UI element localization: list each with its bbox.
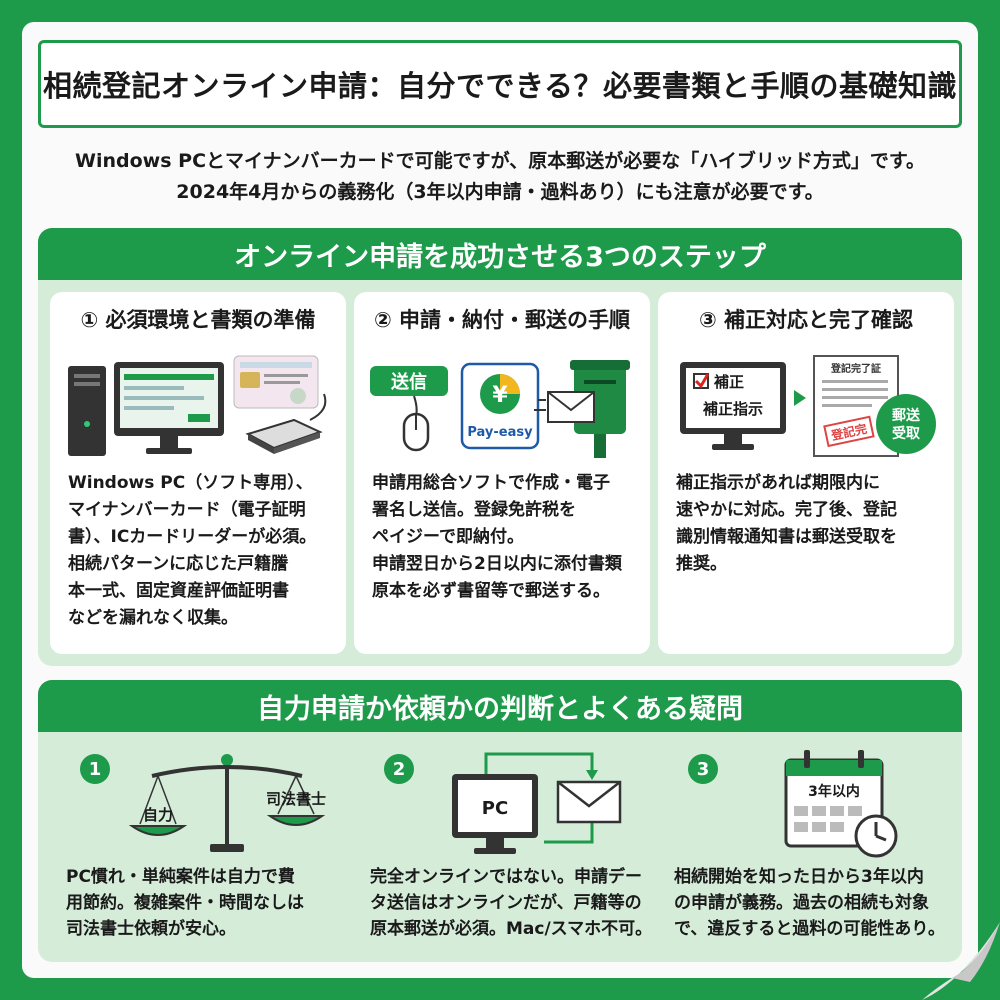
scale-left-label: 自力 [143, 806, 173, 824]
step-2-text: 申請用総合ソフトで作成・電子 署名し送信。登録免許税を ペイジーで即納付。 申請… [372, 470, 640, 605]
faq-2-line: 完全オンラインではない。申請デー [370, 867, 642, 887]
payeasy-label: Pay-easy [467, 425, 533, 440]
faq-section-heading: 自力申請か依頼かの判断とよくある疑問 [38, 680, 962, 732]
faq-1-text: PC慣れ・単純案件は自力で費 用節約。複雑案件・時間なしは 司法書士依頼が安心。 [66, 864, 350, 942]
monitor-line-2: 補正指示 [702, 400, 763, 418]
mouse-icon [402, 395, 430, 452]
pc-and-card-reader-illustration [68, 355, 327, 456]
step-1-title: ① 必須環境と書類の準備 [80, 308, 316, 332]
faq-number-2: 2 [384, 754, 414, 784]
faq-2-line: タ送信はオンラインだが、戸籍等の [370, 893, 642, 913]
faq-number-1: 1 [80, 754, 110, 784]
faq-3-line: 相続開始を知った日から3年以内 [674, 867, 924, 887]
intro-line-1: Windows PCとマイナンバーカードで可能ですが、原本郵送が必要な「ハイブリ… [75, 150, 925, 172]
step-2-line: 申請翌日から2日以内に添付書類 [372, 554, 622, 574]
steps-section: オンライン申請を成功させる3つのステップ ① 必須環境と書類の準備 [38, 228, 962, 666]
payeasy-icon: ¥ Pay-easy [460, 362, 540, 450]
badge-line-2: 受取 [892, 425, 921, 442]
step-3-text: 補正指示があれば期限内に 速やかに対応。完了後、登記 識別情報通知書は郵送受取を… [676, 470, 944, 578]
postbox-icon [534, 360, 630, 458]
steps-section-heading: オンライン申請を成功させる3つのステップ [38, 228, 962, 280]
send-label: 送信 [390, 371, 427, 393]
balance-scale-illustration: 自力 司法書士 [128, 754, 326, 852]
faq-3-line: の申請が義務。過去の相続も対象 [674, 893, 929, 913]
faq-section: 自力申請か依頼かの判断とよくある疑問 1 自力 司法書士 PC慣れ・単純案件は自… [38, 680, 962, 962]
pc-monitor-icon: PC [452, 774, 538, 854]
monitor-icon [114, 362, 224, 454]
calendar-label: 3年以内 [808, 783, 860, 800]
step-1-line: 書）、ICカードリーダーが必須。 [68, 527, 317, 547]
send-button-icon: 送信 [370, 366, 448, 396]
correction-monitor-icon: 補正 補正指示 [680, 362, 786, 450]
step-2-line: 原本を必ず書留等で郵送する。 [372, 581, 610, 601]
title-box: 相続登記オンライン申請：自分でできる？必要書類と手順の基礎知識 [38, 40, 962, 128]
faq-2-text: 完全オンラインではない。申請デー タ送信はオンラインだが、戸籍等の 原本郵送が必… [370, 864, 654, 942]
arrow-right-icon [794, 390, 806, 406]
step-card-3: ③ 補正対応と完了確認 補正 補正指示 登記完了証 [658, 292, 954, 654]
step-2-line: 申請用総合ソフトで作成・電子 [372, 473, 610, 493]
pc-mail-illustration: PC [452, 752, 622, 854]
badge-line-1: 郵送 [892, 407, 921, 424]
correction-and-completion-illustration: 補正 補正指示 登記完了証 登記完 郵送 受 [680, 355, 936, 457]
faq-3-text: 相続開始を知った日から3年以内 の申請が義務。過去の相続も対象 で、違反すると過… [674, 864, 958, 942]
balance-scale-icon: 自力 司法書士 [128, 754, 326, 852]
ic-card-reader-icon [245, 393, 327, 454]
pc-tower-icon [68, 366, 106, 456]
svg-text:¥: ¥ [492, 383, 508, 408]
faq-1-line: 用節約。複雑案件・時間なしは [66, 893, 304, 913]
step-2-title: ② 申請・納付・郵送の手順 [373, 308, 631, 332]
pc-label: PC [482, 798, 508, 819]
faq-item-2: 2 PC 完全オンラインではない。申請デー タ送信はオンラインだが、戸籍等の [350, 740, 652, 950]
step-3-line: 推奨。 [676, 554, 727, 574]
mail-receive-badge-icon: 郵送 受取 [876, 394, 936, 454]
envelope-icon [556, 780, 622, 824]
page-title: 相続登記オンライン申請：自分でできる？必要書類と手順の基礎知識 [43, 69, 957, 103]
step-3-line: 速やかに対応。完了後、登記 [676, 500, 897, 520]
step-card-2: ② 申請・納付・郵送の手順 送信 ¥ Pay-easy [354, 292, 650, 654]
clock-icon [854, 814, 898, 858]
step-card-1: ① 必須環境と書類の準備 [50, 292, 346, 654]
cycle-arrows-icon [484, 752, 598, 844]
step-1-line: マイナンバーカード（電子証明 [68, 500, 306, 520]
step-1-text: Windows PC（ソフト専用）、 マイナンバーカード（電子証明 書）、ICカ… [68, 470, 336, 632]
faq-2-line: 原本郵送が必須。Mac/スマホ不可。 [370, 919, 653, 939]
step-2-line: 署名し送信。登録免許税を [372, 500, 576, 520]
step-3-line: 識別情報通知書は郵送受取を [676, 527, 897, 547]
scale-right-label: 司法書士 [266, 790, 326, 808]
faq-item-3: 3 3年以内 相続開始を知った日か [654, 740, 954, 950]
step-3-line: 補正指示があれば期限内に [676, 473, 880, 493]
page-curl-decoration [922, 922, 1000, 1000]
faq-number-3: 3 [688, 754, 718, 784]
faq-1-line: PC慣れ・単純案件は自力で費 [66, 867, 295, 887]
step-1-line: Windows PC（ソフト専用）、 [68, 473, 313, 493]
step-1-line: 相続パターンに応じた戸籍謄 [68, 554, 289, 574]
monitor-line-1: 補正 [713, 373, 744, 391]
my-number-card-icon [233, 355, 319, 409]
faq-item-1: 1 自力 司法書士 PC慣れ・単純案件は自力で費 用節約。複雑案件・時間なしは … [46, 740, 346, 950]
faq-1-line: 司法書士依頼が安心。 [66, 919, 236, 939]
step-1-line: 本一式、固定資産評価証明書 [68, 581, 289, 601]
doc-label: 登記完了証 [830, 362, 881, 375]
intro-text: Windows PCとマイナンバーカードで可能ですが、原本郵送が必要な「ハイブリ… [30, 146, 970, 208]
intro-line-2: 2024年4月からの義務化（3年以内申請・過料あり）にも注意が必要です。 [176, 181, 824, 203]
send-pay-mail-illustration: 送信 ¥ Pay-easy [370, 360, 630, 458]
step-1-line: などを漏れなく収集。 [68, 608, 238, 628]
calendar-clock-illustration: 3年以内 [784, 750, 898, 858]
step-3-title: ③ 補正対応と完了確認 [698, 308, 914, 332]
faq-3-line: で、違反すると過料の可能性あり。 [674, 919, 945, 939]
step-2-line: ペイジーで即納付。 [372, 527, 524, 547]
